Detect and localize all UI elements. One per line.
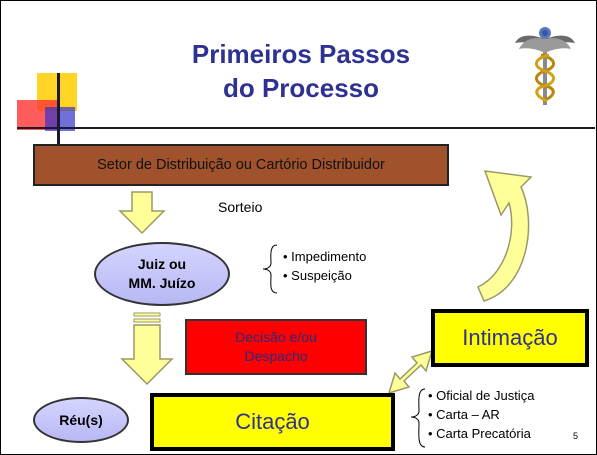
juiz-ellipse: Juiz ou MM. Juízo bbox=[94, 242, 230, 306]
decor-horizontal-line bbox=[17, 127, 595, 129]
title-line-2: do Processo bbox=[222, 73, 380, 103]
intimacao-box: Intimação bbox=[431, 309, 589, 367]
arrow-down-to-citacao bbox=[120, 312, 174, 386]
bullet-oficial-justica: • Oficial de Justiça bbox=[428, 388, 535, 403]
distribuicao-box: Setor de Distribuição ou Cartório Distri… bbox=[33, 144, 449, 186]
juiz-bullet-list: • Impedimento • Suspeição bbox=[283, 247, 366, 285]
decisao-line-2: Despacho bbox=[244, 348, 308, 364]
brace-juiz bbox=[262, 244, 278, 294]
double-arrow-citacao-intimacao bbox=[387, 349, 434, 395]
bullet-impedimento: • Impedimento bbox=[283, 249, 367, 264]
decisao-box: Decisão e/ou Despacho bbox=[185, 319, 367, 375]
decisao-line-1: Decisão e/ou bbox=[235, 329, 317, 345]
citacao-box: Citação bbox=[150, 393, 395, 451]
title-line-1: Primeiros Passos bbox=[191, 39, 411, 69]
decor-vertical-line bbox=[57, 73, 60, 145]
curved-return-arrow bbox=[477, 170, 533, 302]
juiz-line-1: Juiz ou bbox=[137, 256, 187, 272]
page-number: 5 bbox=[573, 431, 579, 441]
bullet-carta-precatoria: • Carta Precatória bbox=[428, 426, 531, 441]
citacao-bullet-list: • Oficial de Justiça • Carta – AR • Cart… bbox=[428, 386, 534, 443]
slide-title: Primeiros Passos do Processo bbox=[121, 37, 481, 105]
caduceus-icon bbox=[515, 27, 575, 105]
juiz-line-2: MM. Juízo bbox=[128, 275, 196, 291]
bullet-carta-ar: • Carta – AR bbox=[428, 407, 500, 422]
brace-citacao bbox=[410, 388, 426, 448]
sorteio-label: Sorteio bbox=[218, 199, 263, 215]
arrow-down-to-juiz bbox=[118, 191, 166, 235]
bullet-suspeicao: • Suspeição bbox=[283, 268, 352, 283]
reu-ellipse: Réu(s) bbox=[33, 397, 129, 443]
